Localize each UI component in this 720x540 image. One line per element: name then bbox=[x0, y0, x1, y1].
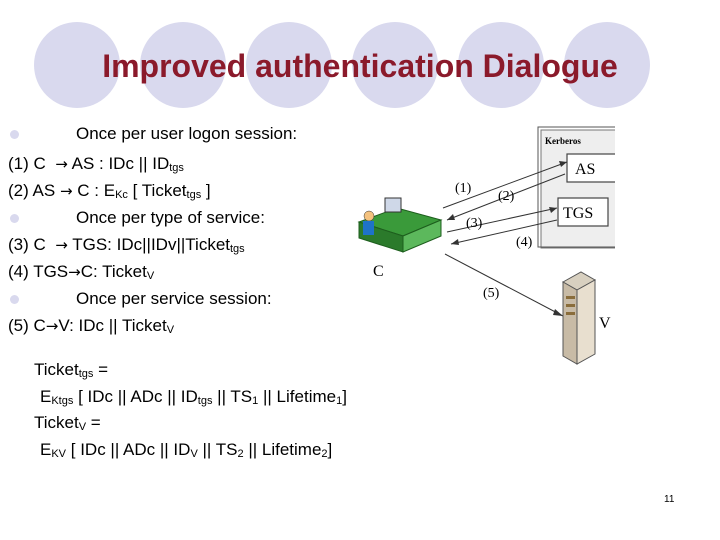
title-decor-circle bbox=[458, 22, 544, 108]
as-box bbox=[566, 153, 615, 183]
as-label: AS bbox=[575, 161, 595, 178]
bullet-text: Once per service session: bbox=[76, 289, 272, 308]
bullet-dot bbox=[10, 295, 19, 304]
ticket-tgs-heading: Tickettgs = bbox=[34, 360, 109, 380]
step-line: (1) C → AS : IDc || IDtgs bbox=[8, 154, 184, 174]
kerberos-diagram: Kerberos AS TGS (1) (2) (3) (4) (5) C V bbox=[357, 126, 615, 365]
arrow-icon: → bbox=[55, 236, 68, 254]
arrow-icon: → bbox=[59, 182, 73, 200]
bullet-text: Once per type of service: bbox=[76, 208, 265, 227]
bullet-dot bbox=[10, 130, 19, 139]
step-line: (2) AS → C : EKc [ Tickettgs ] bbox=[8, 181, 211, 201]
arrow-icon: → bbox=[68, 263, 81, 281]
title-decor-circle bbox=[564, 22, 650, 108]
title-decor-circle bbox=[352, 22, 438, 108]
title-decor-circle bbox=[246, 22, 332, 108]
arrow-label-5: (5) bbox=[483, 286, 500, 301]
page-number: 11 bbox=[664, 494, 675, 505]
ticket-v-heading: TicketV = bbox=[34, 413, 101, 433]
kerberos-label: Kerberos bbox=[545, 136, 581, 146]
ticket-v-definition: EKV [ IDc || ADc || IDV || TS2 || Lifeti… bbox=[40, 440, 333, 460]
bullet-text: Once per user logon session: bbox=[76, 124, 298, 143]
arrow-label-2: (2) bbox=[498, 189, 515, 204]
client-label: C bbox=[373, 263, 384, 280]
slide-title: Improved authentication Dialogue bbox=[102, 48, 618, 84]
server-icon bbox=[561, 271, 597, 365]
client-workstation-icon bbox=[357, 197, 443, 253]
tgs-label: TGS bbox=[563, 205, 593, 222]
arrow-icon: → bbox=[45, 317, 59, 335]
server-label: V bbox=[599, 315, 611, 332]
title-decor-circle bbox=[34, 22, 120, 108]
ticket-tgs-definition: EKtgs [ IDc || ADc || IDtgs || TS1 || Li… bbox=[40, 387, 347, 407]
step-line: (5) C→V: IDc || TicketV bbox=[8, 316, 175, 336]
step-line: (4) TGS→C: TicketV bbox=[8, 262, 155, 282]
arrow-label-4: (4) bbox=[516, 235, 533, 250]
kerberos-box bbox=[540, 129, 615, 249]
tgs-box bbox=[557, 197, 609, 227]
title-decor-circle bbox=[140, 22, 226, 108]
step-line: (3) C → TGS: IDc||IDv||Tickettgs bbox=[8, 235, 245, 255]
arrow-icon: → bbox=[55, 155, 68, 173]
arrow-label-3: (3) bbox=[466, 216, 483, 231]
bullet-dot bbox=[10, 214, 19, 223]
arrow-label-1: (1) bbox=[455, 181, 472, 196]
